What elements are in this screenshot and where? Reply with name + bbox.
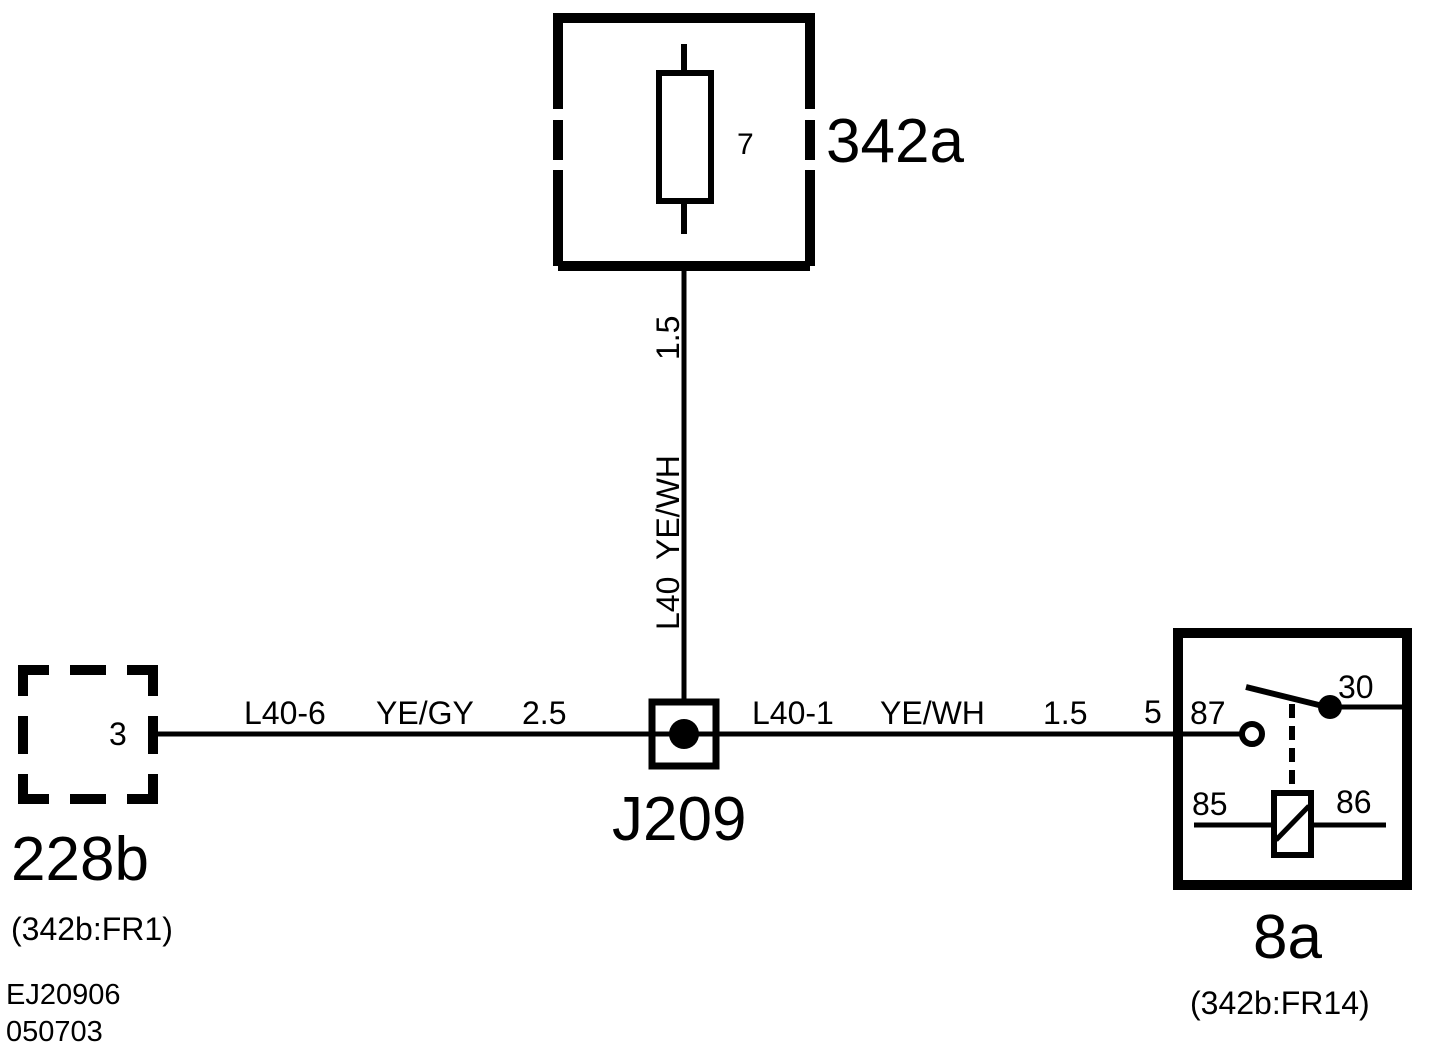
- fuse-box: [553, 13, 815, 271]
- relay-id: 8a: [1253, 903, 1322, 972]
- connector-pin: 3: [109, 716, 127, 752]
- relay-pin-30: 30: [1338, 669, 1374, 705]
- splice-id: J209: [612, 785, 746, 854]
- wire-left-gauge: 2.5: [522, 695, 566, 731]
- wire-right-gauge: 1.5: [1043, 695, 1087, 731]
- wire-top-color: YE/WH: [650, 455, 686, 560]
- fuse-id: 342a: [826, 107, 964, 176]
- relay-coil: [1194, 790, 1386, 858]
- relay-pin-86: 86: [1336, 784, 1372, 820]
- relay-pin-85: 85: [1192, 786, 1228, 822]
- drawing-date: 050703: [6, 1016, 103, 1048]
- relay-pin-87: 87: [1190, 695, 1226, 731]
- relay-switch: [1239, 684, 1402, 793]
- connector-ref: (342b:FR1): [11, 911, 173, 947]
- fuse-number: 7: [737, 128, 754, 161]
- wire-top-gauge: 1.5: [650, 316, 686, 360]
- connector-id: 228b: [11, 825, 149, 894]
- drawing-code: EJ20906: [6, 979, 121, 1011]
- relay-ref: (342b:FR14): [1190, 985, 1370, 1021]
- relay-input-pin: 5: [1144, 694, 1162, 730]
- wire-left-circuit: L40-6: [244, 695, 326, 731]
- connector-dashed-box: [18, 665, 158, 804]
- splice: [648, 698, 720, 770]
- relay-box: [1173, 628, 1412, 890]
- wire-top-label: L40 YE/WH 1.5: [650, 316, 686, 630]
- wire-right-circuit: L40-1: [752, 695, 834, 731]
- wire-left-color: YE/GY: [376, 695, 474, 731]
- fuse-symbol: [656, 44, 714, 234]
- wire-top-circuit: L40: [650, 577, 686, 630]
- wire-right-color: YE/WH: [880, 695, 985, 731]
